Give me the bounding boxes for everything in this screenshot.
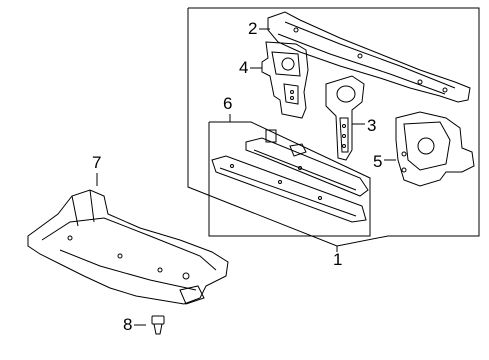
subgroup-outline: [208, 121, 371, 237]
callout-3: 3: [367, 116, 377, 135]
callout-2: 2: [248, 19, 258, 38]
callout-5: 5: [373, 152, 383, 171]
lower-cross-member: [211, 129, 369, 223]
assembly-outline: [187, 7, 480, 247]
right-side-bracket: [395, 111, 475, 187]
callout-8: 8: [123, 315, 133, 334]
left-side-bracket: [261, 41, 309, 119]
callout-7: 7: [92, 153, 102, 172]
callout-6: 6: [223, 94, 233, 113]
clip: [151, 315, 165, 335]
splash-shield: [27, 189, 229, 305]
upper-tie-bar: [267, 11, 471, 103]
center-stay: [325, 75, 365, 161]
callout-4: 4: [239, 58, 249, 77]
callout-1: 1: [333, 250, 343, 269]
